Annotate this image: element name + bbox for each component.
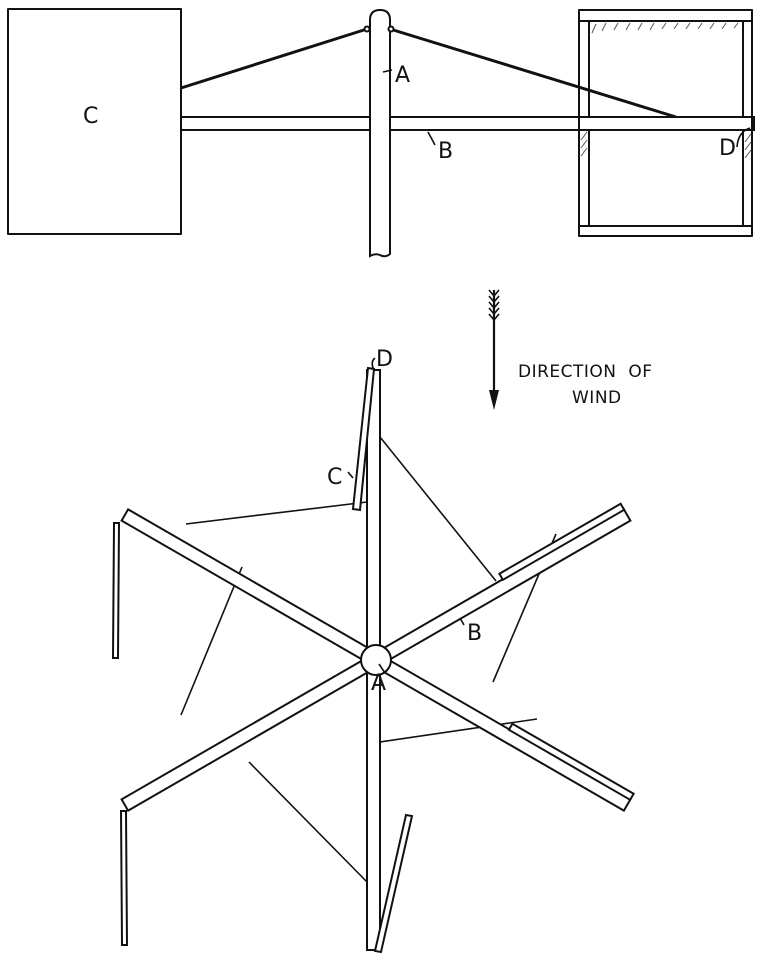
hub-a	[360, 644, 392, 676]
leader-b-plan	[459, 617, 465, 626]
vane-left-upper	[111, 522, 121, 659]
arm-upper-right	[371, 508, 632, 667]
leader-c-plan	[347, 471, 354, 479]
arm-lower-left	[120, 653, 381, 812]
guy-cord-right	[389, 27, 677, 119]
label-d-side: D	[719, 136, 736, 161]
vane-c-top	[351, 366, 376, 512]
vane-left-lower	[119, 810, 129, 946]
beam-b	[180, 116, 755, 131]
guy-cord-left	[180, 27, 368, 90]
label-c-side: C	[83, 104, 98, 129]
frame-d	[578, 9, 753, 237]
pole-a	[369, 8, 391, 258]
label-b-plan: B	[467, 621, 482, 646]
leader-d-side	[736, 127, 751, 148]
plan-vanes	[111, 366, 414, 954]
leader-a-side	[382, 69, 393, 73]
leader-d-plan	[371, 357, 376, 371]
side-view: C	[7, 8, 755, 258]
frame-hatching	[580, 22, 752, 159]
vane-upper-right	[498, 502, 626, 582]
label-d-plan: D	[376, 347, 393, 372]
plan-view: D C B A	[111, 347, 636, 954]
plan-cords	[180, 436, 557, 885]
wind-caption-line2: WIND	[572, 388, 622, 408]
label-a-side: A	[395, 63, 410, 88]
label-c-plan: C	[327, 465, 342, 490]
vane-bottom	[373, 813, 414, 954]
leader-b-side	[427, 131, 436, 146]
vane-lower-right	[507, 722, 636, 802]
wind-caption-line1: DIRECTION OF	[518, 362, 653, 382]
leader-a-plan	[378, 663, 386, 674]
arm-upper-left	[120, 508, 381, 667]
wind-indicator: DIRECTION OF WIND	[488, 289, 653, 410]
arrow-down-fletched-icon	[488, 289, 500, 410]
arm-lower-right	[371, 653, 632, 812]
label-b-side: B	[438, 139, 453, 164]
label-a-plan: A	[371, 671, 386, 696]
